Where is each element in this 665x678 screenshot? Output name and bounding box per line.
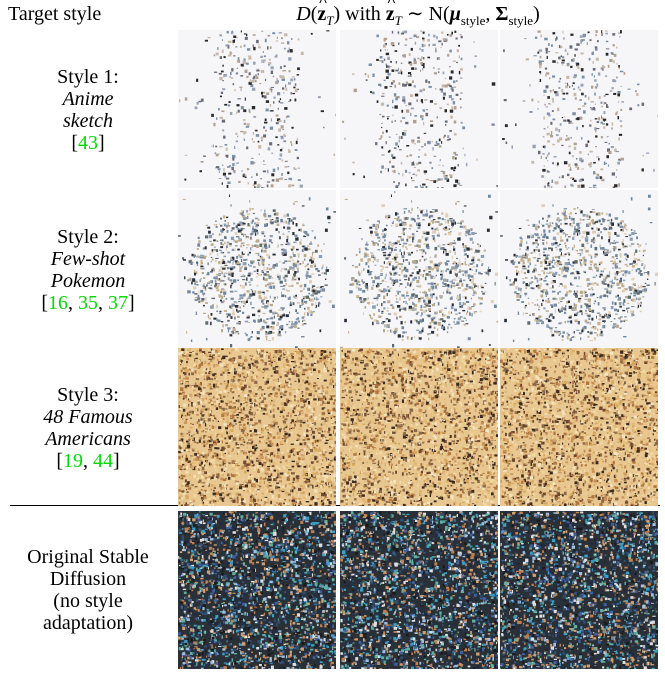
sample-image: [500, 190, 658, 348]
cite-link[interactable]: 44: [93, 450, 113, 472]
z-hat-2: z: [386, 0, 396, 26]
sample-image: [500, 511, 658, 669]
cite-link[interactable]: 19: [63, 450, 83, 472]
row-line1: 48 Famous: [43, 406, 133, 428]
sample-image: [500, 348, 658, 506]
sim-normal: ∼ N(: [406, 3, 450, 25]
sample-image: [340, 348, 498, 506]
row-title: Style 3:: [57, 384, 119, 406]
row-line2: Pokemon: [50, 270, 126, 292]
mu-sub: style: [460, 13, 486, 28]
row-cite: [19, 44]: [56, 450, 120, 472]
row-title: Original Stable: [27, 546, 149, 568]
sample-image: [178, 511, 336, 669]
z-hat: z: [317, 0, 327, 26]
column-header-samples: D(zT) with zT ∼ N(μstyle, Σstyle): [176, 0, 660, 33]
row-cite: [43]: [71, 132, 105, 154]
sample-image: [340, 511, 498, 669]
sample-image: [178, 30, 336, 188]
cite-link[interactable]: 35: [78, 292, 98, 314]
row-line2: Americans: [45, 428, 131, 450]
row-line2: (no style: [53, 590, 123, 612]
row-label-style-3: Style 3: 48 Famous Americans [19, 44]: [0, 384, 176, 472]
sample-image: [178, 190, 336, 348]
cite-link[interactable]: 37: [108, 292, 128, 314]
row-title: Style 1:: [57, 66, 119, 88]
mu-symbol: μ: [449, 3, 461, 25]
row-line1: Anime: [62, 88, 114, 110]
sample-image: [178, 348, 336, 506]
row-line3: adaptation): [43, 612, 133, 634]
sample-image: [500, 30, 658, 188]
subscript-t-2: T: [394, 13, 402, 28]
column-header-target-style: Target style: [8, 3, 102, 25]
row-line2: sketch: [63, 110, 113, 132]
cite-link[interactable]: 43: [78, 132, 98, 154]
row-line1: Diffusion: [49, 568, 127, 590]
cite-link[interactable]: 16: [48, 292, 68, 314]
decoder-symbol: D: [296, 3, 311, 25]
sample-image: [340, 190, 498, 348]
row-label-original: Original Stable Diffusion (no style adap…: [0, 546, 176, 634]
row-line1: Few-shot: [50, 248, 126, 270]
close-paren: ): [533, 3, 540, 25]
sigma-sub: style: [508, 13, 534, 28]
sigma-symbol: Σ: [495, 3, 509, 25]
with-word: with: [345, 3, 381, 25]
row-label-style-1: Style 1: Anime sketch [43]: [0, 66, 176, 154]
row-title: Style 2:: [57, 226, 119, 248]
row-label-style-2: Style 2: Few-shot Pokemon [16, 35, 37]: [0, 226, 176, 314]
sample-image: [340, 30, 498, 188]
row-cite: [16, 35, 37]: [41, 292, 135, 314]
subscript-t: T: [326, 13, 334, 28]
comma: ,: [485, 3, 491, 25]
